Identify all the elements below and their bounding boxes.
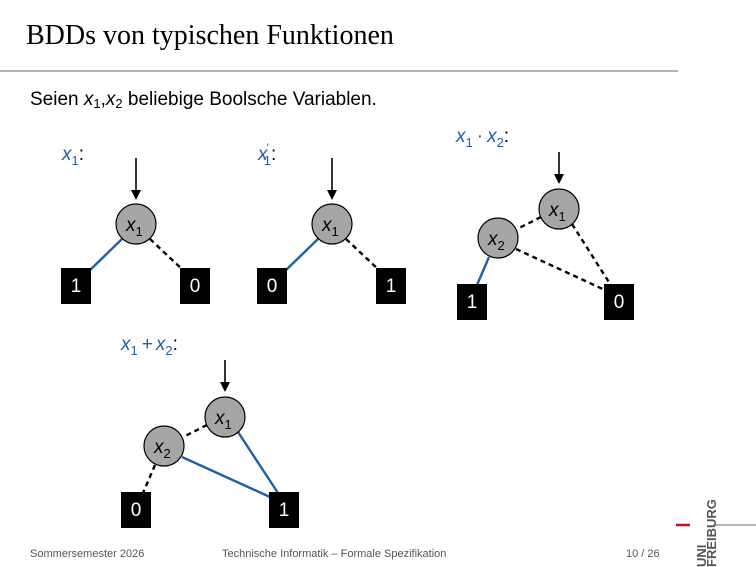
bdd-or-terminal-left-label: 0 xyxy=(131,500,142,521)
bdd-and-x1-low-edge xyxy=(518,215,542,230)
intro-prefix: Seien xyxy=(30,89,84,110)
bdd-x1-label: x1: xyxy=(61,144,84,168)
slide-title: BDDs von typischen Funktionen xyxy=(26,20,394,51)
bdd-not-x1-terminal-left-label: 0 xyxy=(267,276,278,297)
bdd-not-x1-label: x′1: xyxy=(257,141,276,168)
university-logo: UNI FREIBURG xyxy=(676,499,756,567)
bdd-or-x2-high-edge xyxy=(181,455,271,499)
bdd-and-x2-high-edge xyxy=(475,256,491,286)
logo-text-uni: UNI xyxy=(694,545,709,567)
bdd-not-x1-low-edge xyxy=(345,238,380,271)
footer-page-number: 10 / 26 xyxy=(626,548,660,560)
bdd-x1-terminal-right-label: 0 xyxy=(190,276,201,297)
bdd-and-node-x2-label: x2 xyxy=(487,229,505,253)
bdd-x1-low-edge xyxy=(149,238,184,271)
bdd-not-x1-node-label: x1 xyxy=(321,215,339,239)
bdd-or-node-x1 xyxy=(204,396,246,438)
bdd-and-x2-low-edge xyxy=(515,247,608,293)
bdd-and-node-x1-label: x1 xyxy=(548,200,566,224)
bdd-or-x1-high-edge xyxy=(236,431,280,494)
bdd-and: x1·x2: x1 x2 1 0 xyxy=(455,126,634,320)
title-divider xyxy=(0,70,678,72)
bdd-x1-terminal-right xyxy=(180,268,210,304)
bdd-or-node-x2-label: x2 xyxy=(153,437,171,461)
bdd-or: x1+x2: x1 x2 0 1 xyxy=(120,334,299,528)
intro-sep: , xyxy=(100,89,106,110)
bdd-and-label: x1·x2: xyxy=(455,126,509,150)
intro-text: Seien x1,x2 beliebige Boolsche Variablen… xyxy=(30,89,377,111)
bdd-x1-high-edge xyxy=(87,238,123,273)
bdd-x1-node-label: x1 xyxy=(125,215,143,239)
intro-var2: x xyxy=(105,89,116,110)
intro-suffix: beliebige Boolsche Variablen. xyxy=(122,89,377,110)
bdd-or-terminal-right-label: 1 xyxy=(279,500,290,521)
intro-sub2: 2 xyxy=(115,96,123,111)
bdd-not-x1-node xyxy=(311,203,353,245)
bdd-and-node-x2 xyxy=(477,217,519,259)
bdd-and-x1-high-edge xyxy=(570,223,614,288)
footer-semester: Sommersemester 2026 xyxy=(30,548,145,560)
bdd-or-x1-low-edge xyxy=(184,423,208,438)
bdd-or-label: x1+x2: xyxy=(120,334,178,358)
bdd-or-terminal-right xyxy=(269,492,299,528)
bdd-or-node-x1-label: x1 xyxy=(214,408,232,432)
bdd-x1-node xyxy=(115,203,157,245)
bdd-not-x1-terminal-left xyxy=(257,268,287,304)
footer-course: Technische Informatik – Formale Spezifik… xyxy=(222,548,447,560)
bdd-not-x1: x′1: x1 0 1 xyxy=(257,141,406,304)
bdd-not-x1-high-edge xyxy=(283,238,319,273)
bdd-not-x1-terminal-right xyxy=(376,268,406,304)
bdd-x1-terminal-left-label: 1 xyxy=(71,276,82,297)
bdd-and-terminal-right xyxy=(604,284,634,320)
bdd-x1-terminal-left xyxy=(61,268,91,304)
bdd-and-node-x1 xyxy=(538,188,580,230)
bdd-and-terminal-right-label: 0 xyxy=(614,292,625,313)
bdd-or-node-x2 xyxy=(143,425,185,467)
bdd-not-x1-terminal-right-label: 1 xyxy=(386,276,397,297)
bdd-or-x2-low-edge xyxy=(141,464,157,494)
logo-text-freiburg: FREIBURG xyxy=(704,499,719,567)
bdd-and-terminal-left xyxy=(457,284,487,320)
intro-var1: x xyxy=(83,89,94,110)
bdd-or-terminal-left xyxy=(121,492,151,528)
bdd-and-terminal-left-label: 1 xyxy=(467,292,478,313)
intro-sub1: 1 xyxy=(93,96,101,111)
bdd-x1: x1: x1 1 0 xyxy=(61,144,210,304)
